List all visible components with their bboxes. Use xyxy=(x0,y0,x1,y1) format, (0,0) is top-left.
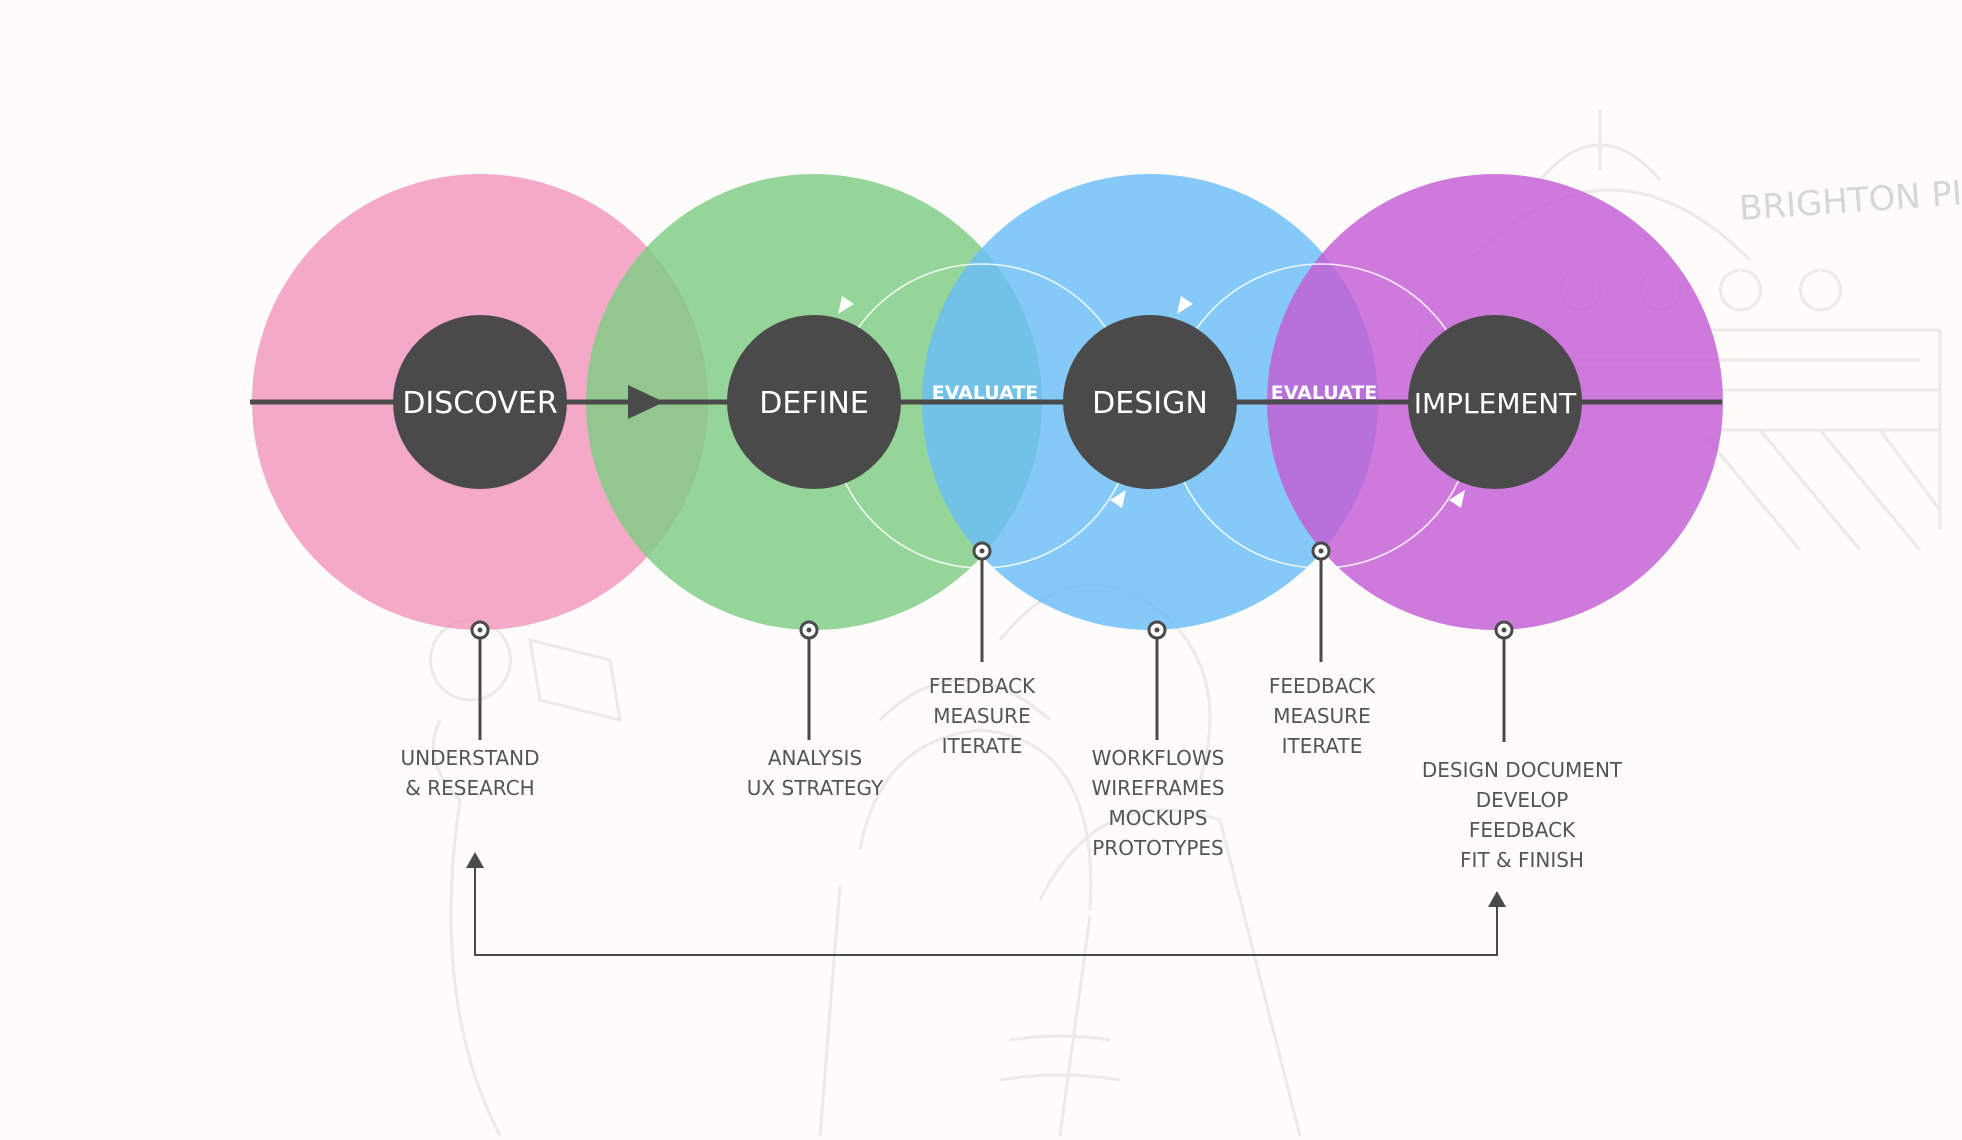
loop-1-note-3: ITERATE xyxy=(942,734,1023,758)
stage-note-implement-2: DEVELOP xyxy=(1476,788,1569,812)
feedback-loop-line xyxy=(474,868,1498,956)
evaluate-label-1: EVALUATE xyxy=(932,382,1039,404)
stage-note-discover-1: UNDERSTAND xyxy=(401,746,540,770)
stage-note-discover-2: & RESEARCH xyxy=(405,776,534,800)
stage-circles xyxy=(252,174,1723,630)
stage-hub-design xyxy=(1063,315,1237,489)
loop-2-note-2: MEASURE xyxy=(1273,704,1370,728)
stage-note-implement-4: FIT & FINISH xyxy=(1460,848,1584,872)
loop-2-note-3: ITERATE xyxy=(1282,734,1363,758)
stage-note-define-1: ANALYSIS xyxy=(768,746,862,770)
loop-arrow-bottom-1 xyxy=(1110,490,1126,508)
process-arrow xyxy=(628,385,664,419)
loop-1-note-2: MEASURE xyxy=(933,704,1030,728)
stage-note-design-4: PROTOTYPES xyxy=(1092,836,1223,860)
stage-note-define-2: UX STRATEGY xyxy=(747,776,884,800)
loop-arrow-top-2 xyxy=(1177,296,1193,314)
stage-pin-define-dot xyxy=(806,627,812,633)
stage-note-implement-3: FEEDBACK xyxy=(1469,818,1576,842)
stage-hub-define xyxy=(727,315,901,489)
feedback-loop xyxy=(466,852,1506,956)
feedback-arrow-implement xyxy=(1488,891,1506,907)
loop-2-pin-dot xyxy=(1318,548,1324,554)
stage-note-design-1: WORKFLOWS xyxy=(1092,746,1225,770)
stage-note-design-2: WIREFRAMES xyxy=(1091,776,1224,800)
stage-note-design-3: MOCKUPS xyxy=(1109,806,1208,830)
loop-arrow-top-1 xyxy=(838,296,854,314)
stage-label-discover: DISCOVER xyxy=(402,386,557,421)
loop-2-note-1: FEEDBACK xyxy=(1269,674,1376,698)
background-caption: BRIGHTON PIER xyxy=(1738,170,1962,229)
stage-label-define: DEFINE xyxy=(759,386,869,421)
stage-pin-implement-dot xyxy=(1501,627,1507,633)
stage-label-implement: IMPLEMENT xyxy=(1414,387,1577,420)
stage-hub-implement xyxy=(1408,315,1582,489)
feedback-arrow-discover xyxy=(466,852,484,868)
loop-arrow-bottom-2 xyxy=(1449,490,1465,508)
callout-notes: UNDERSTAND & RESEARCH ANALYSIS UX STRATEGY W… xyxy=(401,674,1623,872)
evaluate-label-2: EVALUATE xyxy=(1271,382,1378,404)
callout-pins xyxy=(470,541,1514,742)
stage-label-design: DESIGN xyxy=(1092,386,1208,421)
stage-pin-discover-dot xyxy=(477,627,483,633)
stage-hubs: DISCOVER DEFINE DESIGN IMPLEMENT xyxy=(393,315,1582,489)
loop-1-note-1: FEEDBACK xyxy=(929,674,1036,698)
stage-pin-design-dot xyxy=(1154,627,1160,633)
stage-note-implement-1: DESIGN DOCUMENT xyxy=(1422,758,1623,782)
stage-hub-discover xyxy=(393,315,567,489)
evaluate-labels: EVALUATE EVALUATE xyxy=(932,382,1378,404)
background-illustration xyxy=(429,110,1942,1137)
loop-1-pin-dot xyxy=(979,548,985,554)
